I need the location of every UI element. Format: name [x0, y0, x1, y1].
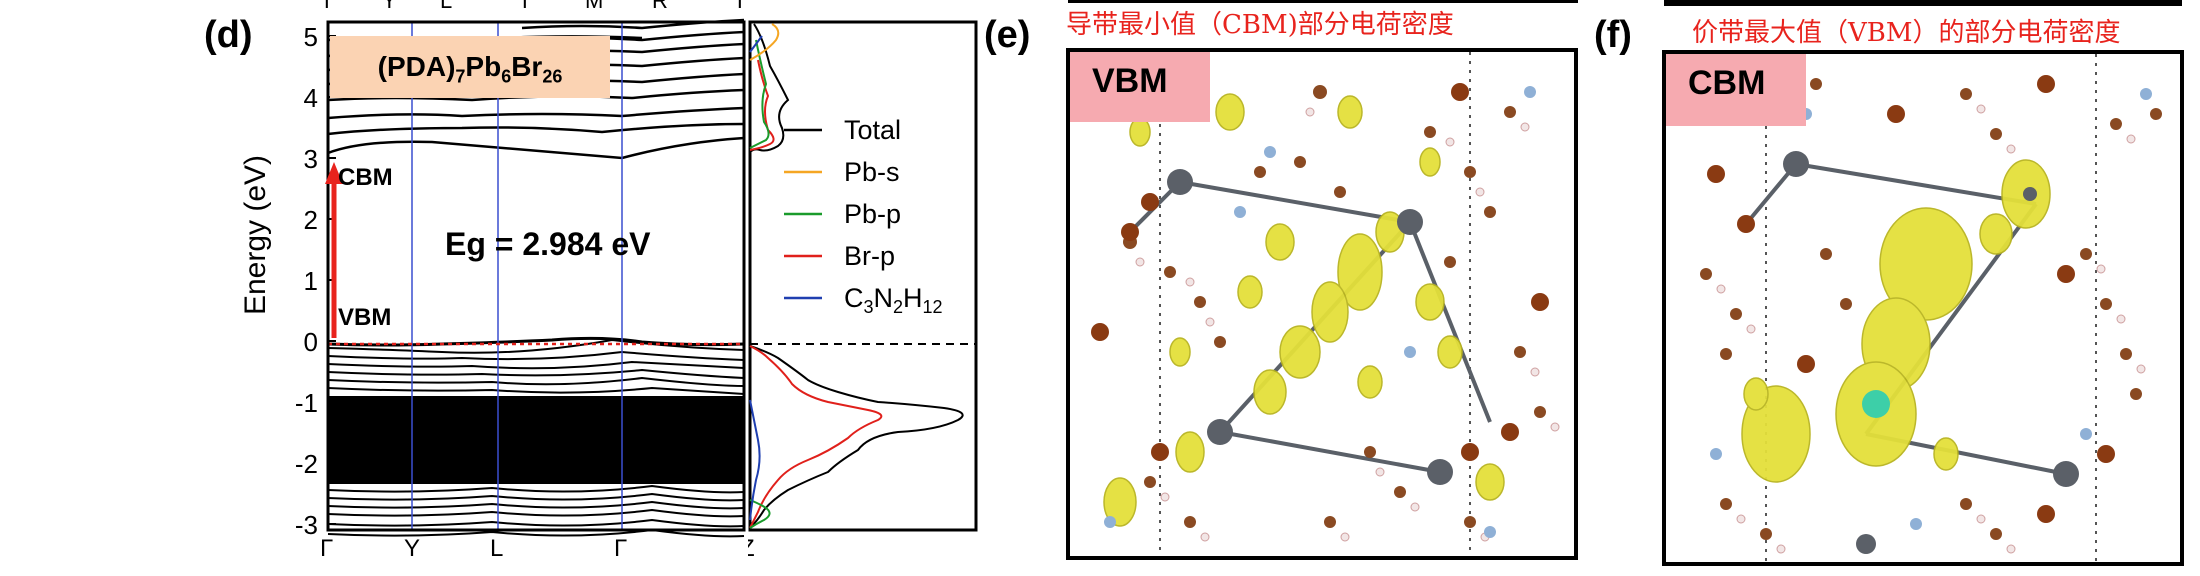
y-tick-m1: -1: [294, 388, 318, 418]
y-tick-3: 3: [303, 144, 318, 174]
legend-pbp: Pb-p: [844, 199, 901, 229]
panel-f-tag: CBM: [1666, 54, 1806, 126]
dos-total-vb: [749, 345, 964, 529]
panel-e-structure: VBM: [1066, 48, 1578, 560]
dos-pbp-vb: [749, 499, 771, 529]
k-labels: Γ Y L Γ: [322, 535, 627, 562]
compound-part: Br: [511, 51, 543, 82]
top-k-label: M: [585, 0, 603, 13]
panel-e-tag: VBM: [1070, 52, 1210, 122]
dos-brp-vb: [749, 345, 883, 529]
dos-pbp-cb: [749, 39, 770, 149]
top-k-label: R: [652, 0, 668, 13]
panel-e-top-rule: [1068, 0, 1578, 3]
compound-part: (PDA): [377, 51, 456, 82]
panel-e-label: (e): [984, 14, 1031, 56]
top-k-label: Γ: [737, 0, 749, 13]
compound-label: (PDA)7Pb6Br26: [330, 36, 610, 98]
vbm-label: VBM: [338, 304, 392, 331]
panel-f-caption: 价带最大值（VBM）的部分电荷密度: [1692, 18, 2121, 48]
y-tick-4: 4: [303, 83, 318, 113]
panel-e-caption: 导带最小值（CBM)部分电荷密度: [1066, 10, 1454, 40]
y-tick-m2: -2: [294, 449, 318, 479]
compound-sub: 6: [501, 66, 512, 87]
y-tick-m3: -3: [294, 510, 318, 540]
top-k-label: Γ: [324, 0, 336, 13]
y-tick-5: 5: [303, 22, 318, 52]
charge-density-structure-icon: [1091, 52, 1560, 556]
dos-legend: Total Pb-s Pb-p Br-p C3N2H12: [784, 115, 943, 317]
legend-brp: Br-p: [844, 241, 895, 271]
y-tick-0: 0: [303, 327, 318, 357]
k-label: Γ: [614, 535, 627, 562]
dos-pbs-cb: [749, 23, 780, 61]
top-k-label: L: [440, 0, 452, 13]
legend-cnh: C3N2H12: [844, 283, 943, 317]
band-plot-frame: [326, 20, 746, 532]
top-k-labels: Γ Y L Γ M R Γ: [324, 0, 749, 13]
cbm-label: CBM: [338, 164, 393, 191]
panel-f-label: (f): [1594, 14, 1632, 56]
band-structure-plot: Γ Y L Γ M R Γ: [322, 0, 749, 562]
panel-f-top-rule: [1664, 0, 2182, 6]
dos-plot: Total Pb-s Pb-p Br-p C3N2H12 Z: [748, 20, 978, 562]
band-gap-label: Eg = 2.984 eV: [445, 226, 651, 262]
dos-total-cb: [749, 23, 790, 153]
dos-frame: [748, 20, 978, 532]
y-tick-labels: 5 4 3 2 1 0 -1 -2 -3: [288, 0, 318, 576]
k-label: L: [490, 535, 503, 562]
gap-arrow-head: [325, 162, 343, 184]
y-tick-1: 1: [303, 266, 318, 296]
dos-cnh-vb: [749, 399, 761, 521]
y-tick-2: 2: [303, 205, 318, 235]
y-axis-label: Energy (eV): [239, 154, 272, 316]
valence-band-block: [328, 396, 744, 484]
valence-bands: [327, 338, 745, 538]
top-k-label: Y: [382, 0, 397, 13]
k-label: Γ: [322, 535, 333, 562]
charge-density-structure-icon: [1700, 54, 2162, 562]
panel-f-structure: CBM: [1662, 50, 2184, 566]
top-k-label: Γ: [522, 0, 534, 13]
k-label: Y: [404, 535, 420, 562]
panel-d-label: (d): [204, 14, 253, 56]
compound-part: Pb: [465, 51, 502, 82]
legend-total: Total: [844, 115, 901, 145]
compound-sub: 7: [455, 66, 466, 87]
compound-sub: 26: [542, 66, 563, 87]
legend-pbs: Pb-s: [844, 157, 900, 187]
dos-k-label-z: Z: [748, 535, 755, 562]
dos-cnh-cb: [749, 35, 763, 53]
k-lines: [411, 22, 623, 530]
